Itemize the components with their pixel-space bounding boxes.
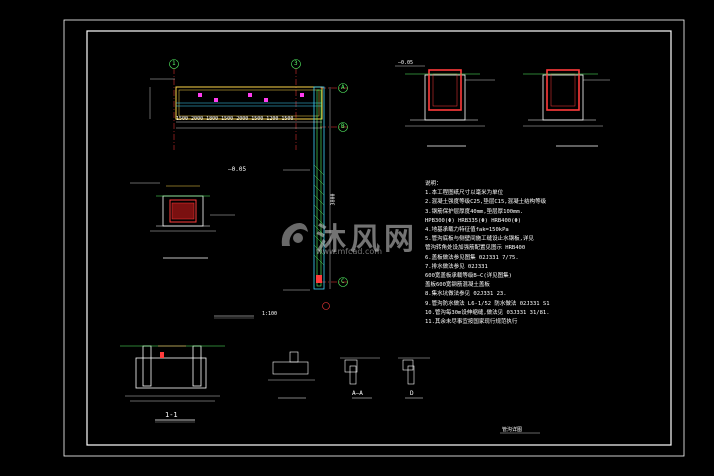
detail-D-drawing <box>398 357 430 399</box>
design-notes: 说明： 1.本工程图纸尺寸以毫米为单位 2.混凝土强度等级C25,垫层C15,混… <box>425 180 605 327</box>
section-top-right-elevation: —0.05 <box>398 60 414 66</box>
section-top-right-1 <box>395 65 495 147</box>
axis-label-3: 3 <box>294 60 298 67</box>
plan-dimension-right: 3800 <box>330 193 337 206</box>
axis-label-1: 1 <box>172 60 176 67</box>
note-line: 说明： <box>425 181 442 187</box>
watermark-url: www.mfcad.com <box>316 247 383 256</box>
note-line: 7.排水做法参见 02J331 <box>425 263 488 270</box>
section-1-1-title: 1-1 <box>165 411 178 419</box>
note-line: 4.地基承载力特征值fak=150kPa <box>425 227 509 234</box>
detail-d-title: D <box>410 390 414 397</box>
section-1-1-drawing <box>120 345 225 423</box>
note-line: 8.集水坑做法参见 02J331 23. <box>425 291 507 298</box>
note-line: 5.管沟底板与侧壁间施工缝设止水钢板,详见 <box>425 236 534 243</box>
note-line: 600宽盖板承载等级B—C(详见图集) <box>425 273 512 280</box>
watermark: 沐风网 www.mfcad.com <box>276 214 446 258</box>
axis-label-b: B <box>341 123 345 130</box>
inner-border <box>86 30 672 446</box>
note-line: 11.其余未尽事宜按国家现行规范执行 <box>425 319 518 326</box>
plan-scale: 1:100 <box>262 311 278 317</box>
plan-dimension-string: 1500 2000 1800 1500 2000 1500 1200 1500 <box>176 116 294 122</box>
note-line: 3.钢筋保护层厚度40mm,垫层厚100mm. <box>425 208 524 215</box>
note-line: 10.管沟每30m设伸缩缝,做法见 03J331 31/81. <box>425 309 550 316</box>
plan-view <box>149 59 350 319</box>
axis-label-a: A <box>341 84 345 91</box>
detail-AA-drawing <box>340 357 380 399</box>
watermark-logo-icon <box>281 223 308 246</box>
note-line: 9.管沟防水做法 L6-1/52 防水做法 02J331 S1 <box>425 300 550 307</box>
note-line: 1.本工程图纸尺寸以毫米为单位 <box>425 190 504 197</box>
note-line: 2.混凝土强度等级C25,垫层C15,混凝土结构等级 <box>425 199 547 206</box>
plan-elevation-label: —0.05 <box>228 166 247 173</box>
detail-small-1 <box>268 351 315 399</box>
watermark-text: 沐风网 <box>316 222 418 257</box>
note-line: HPB300(Φ) HRB335(Φ) HRB400(Φ) <box>425 217 522 224</box>
note-line: 管沟转角处设加强筋配置见图示 HRB400 <box>425 245 526 252</box>
section-top-right-2 <box>523 69 610 147</box>
drawing-name: 管沟详图 <box>502 427 523 433</box>
axis-label-c: C <box>341 278 345 285</box>
note-line: 盖板600宽钢筋混凝土盖板 <box>425 282 490 289</box>
detail-aa-title: A—A <box>352 390 363 397</box>
section-left-middle <box>130 182 235 259</box>
outer-border <box>63 19 685 457</box>
note-line: 6.盖板做法参见图集 02J331 7/75. <box>425 254 519 261</box>
